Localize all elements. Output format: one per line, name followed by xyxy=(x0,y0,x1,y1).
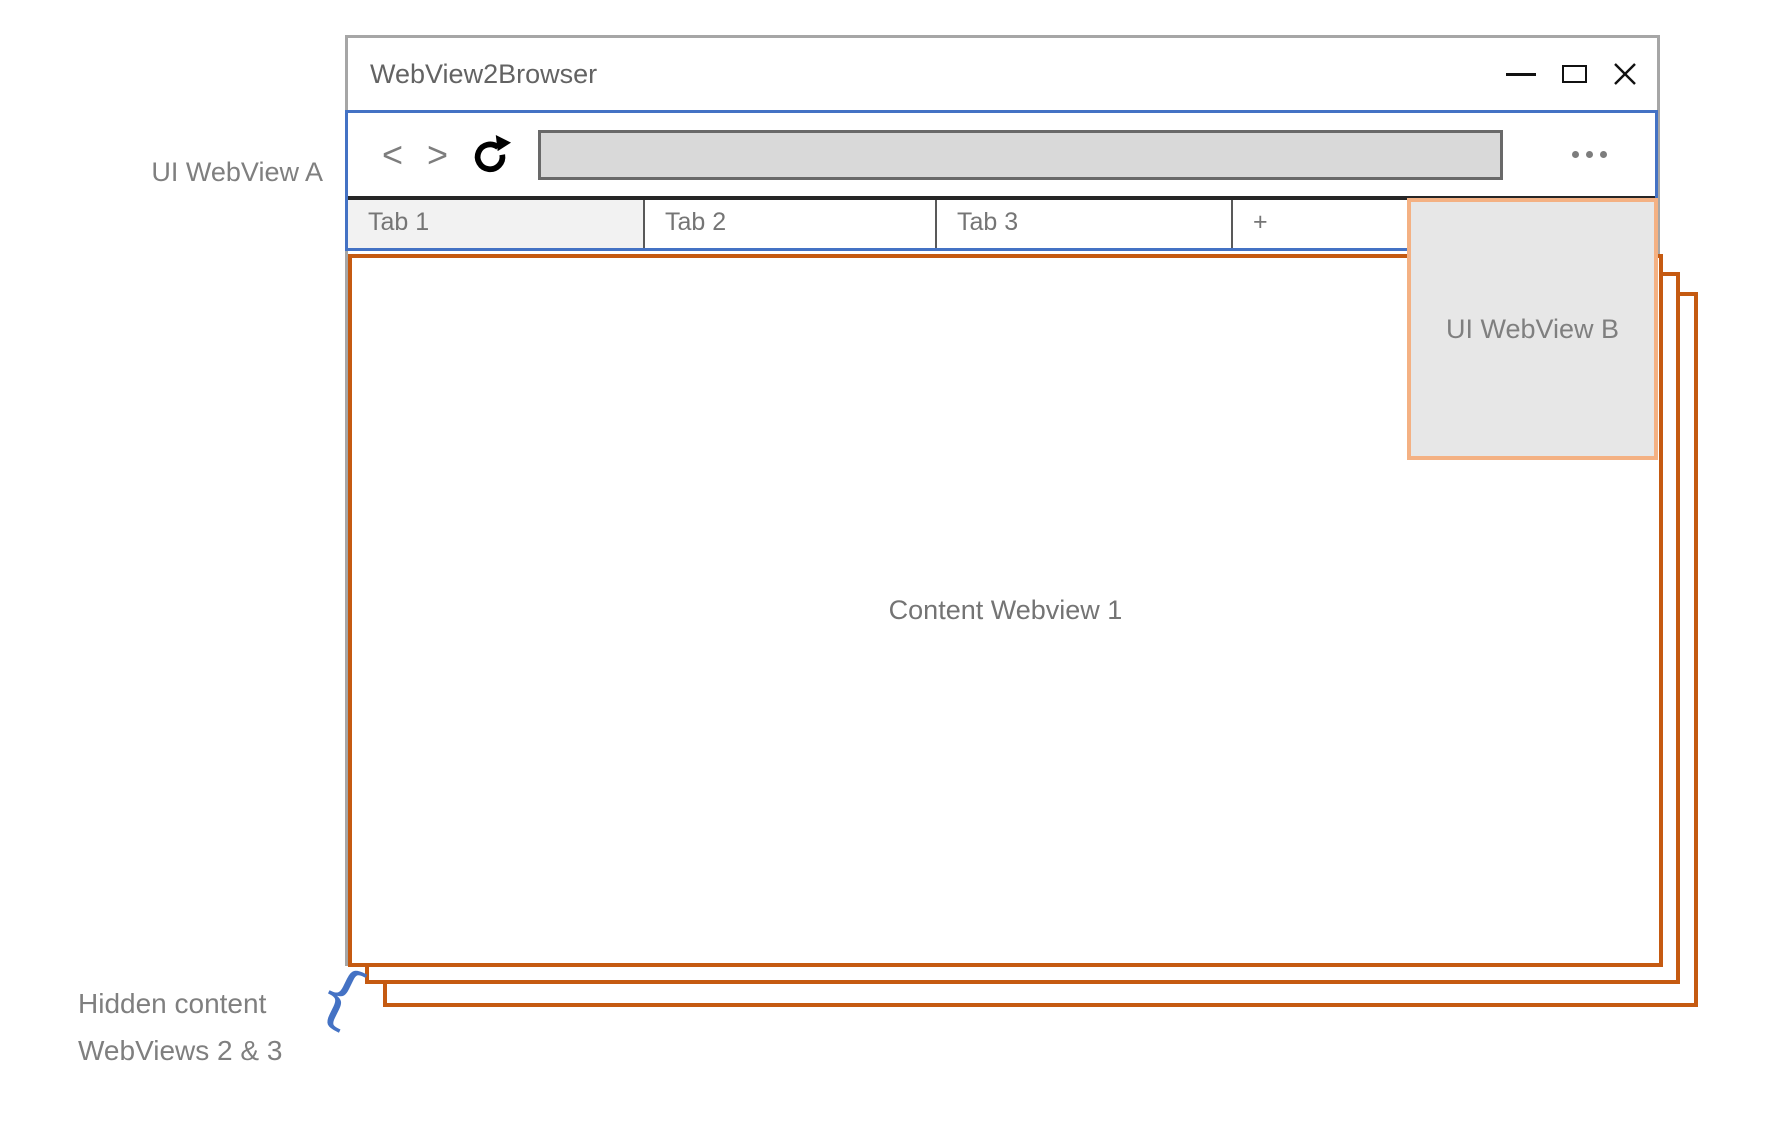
browser-toolbar: < > xyxy=(348,113,1655,196)
close-icon[interactable] xyxy=(1613,62,1637,86)
tab-1[interactable]: Tab 1 xyxy=(348,200,645,248)
ui-webview-b-box: UI WebView B xyxy=(1407,198,1658,460)
hidden-webviews-label: Hidden content WebViews 2 & 3 xyxy=(78,980,282,1074)
address-bar-input[interactable] xyxy=(538,129,1504,180)
hidden-webviews-label-line2: WebViews 2 & 3 xyxy=(78,1035,283,1066)
menu-dot xyxy=(1600,151,1607,158)
content-webview-1-label: Content Webview 1 xyxy=(888,595,1123,625)
tab-3[interactable]: Tab 3 xyxy=(937,200,1233,248)
ellipsis-menu-icon[interactable] xyxy=(1566,145,1613,164)
forward-icon[interactable]: > xyxy=(427,133,449,175)
menu-dot xyxy=(1586,151,1593,158)
tab-2[interactable]: Tab 2 xyxy=(645,200,937,248)
menu-dot xyxy=(1572,151,1579,158)
maximize-icon[interactable] xyxy=(1562,65,1587,83)
ui-webview-b-label: UI WebView B xyxy=(1445,313,1620,344)
ui-webview-a-region: < > Tab 1 Tab 2 Tab 3 + xyxy=(345,110,1658,251)
window-title-bar[interactable]: WebView2Browser xyxy=(348,38,1657,110)
curly-brace-annotation: { xyxy=(304,948,381,1042)
minimize-icon[interactable] xyxy=(1506,72,1536,76)
reload-icon[interactable] xyxy=(470,134,512,176)
ui-webview-a-label: UI WebView A xyxy=(151,157,323,187)
back-icon[interactable]: < xyxy=(382,133,404,175)
window-controls xyxy=(1506,62,1657,86)
hidden-webviews-label-line1: Hidden content xyxy=(78,988,267,1019)
window-title: WebView2Browser xyxy=(370,58,598,89)
